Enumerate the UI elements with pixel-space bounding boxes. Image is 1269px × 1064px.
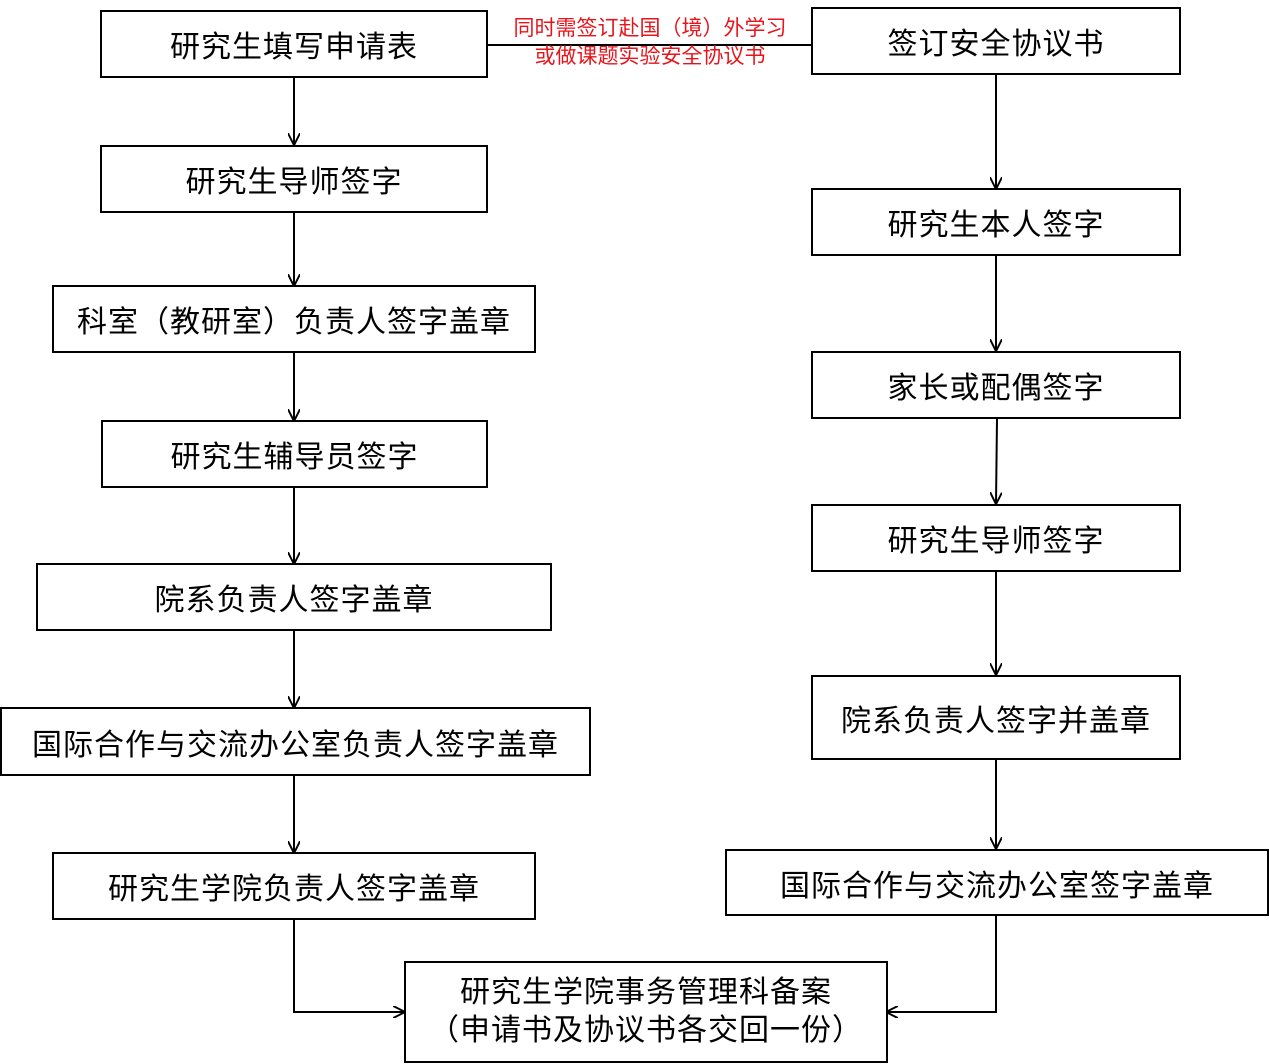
connector-note-line-1: 同时需签订赴国（境）外学习 — [513, 16, 787, 40]
right-step-3-label: 家长或配偶签字 — [887, 371, 1105, 406]
left-step-7-label: 研究生学院负责人签字盖章 — [108, 872, 480, 907]
final-archive-box: 研究生学院事务管理科备案 （申请书及协议书各交回一份） — [404, 961, 888, 1063]
left-step-1-box: 研究生填写申请表 — [100, 10, 488, 78]
right-step-2-label: 研究生本人签字 — [887, 208, 1105, 243]
left-step-1-label: 研究生填写申请表 — [170, 30, 418, 65]
left-step-3-label: 科室（教研室）负责人签字盖章 — [77, 305, 511, 340]
right-step-6-box: 国际合作与交流办公室签字盖章 — [725, 849, 1269, 916]
final-archive-line-1: 研究生学院事务管理科备案 — [460, 975, 832, 1010]
arrow-right-3 — [996, 418, 997, 503]
final-archive-line-2: （申请书及协议书各交回一份） — [429, 1013, 863, 1048]
left-step-3-box: 科室（教研室）负责人签字盖章 — [52, 285, 536, 353]
left-step-2-label: 研究生导师签字 — [185, 165, 403, 200]
left-step-4-label: 研究生辅导员签字 — [170, 440, 419, 475]
right-step-6-label: 国际合作与交流办公室签字盖章 — [780, 868, 1214, 904]
right-step-1-label: 签订安全协议书 — [887, 27, 1105, 62]
left-step-2-box: 研究生导师签字 — [100, 145, 488, 213]
right-step-3-box: 家长或配偶签字 — [811, 351, 1181, 419]
right-step-4-box: 研究生导师签字 — [811, 504, 1181, 572]
right-step-2-box: 研究生本人签字 — [811, 188, 1181, 256]
left-step-7-box: 研究生学院负责人签字盖章 — [52, 852, 536, 920]
left-step-4-box: 研究生辅导员签字 — [101, 420, 488, 488]
arrow-left-final — [293, 920, 404, 1012]
arrow-right-final — [887, 916, 997, 1012]
right-step-4-label: 研究生导师签字 — [887, 524, 1105, 559]
left-step-5-box: 院系负责人签字盖章 — [36, 563, 552, 631]
left-step-6-box: 国际合作与交流办公室负责人签字盖章 — [0, 707, 591, 776]
right-step-5-label: 院系负责人签字并盖章 — [841, 703, 1151, 739]
left-step-5-label: 院系负责人签字盖章 — [154, 583, 434, 618]
connector-note-line-2: 或做课题实验安全协议书 — [534, 44, 766, 68]
left-step-6-label: 国际合作与交流办公室负责人签字盖章 — [32, 727, 559, 763]
right-step-1-box: 签订安全协议书 — [811, 7, 1181, 75]
right-step-5-box: 院系负责人签字并盖章 — [811, 675, 1181, 760]
